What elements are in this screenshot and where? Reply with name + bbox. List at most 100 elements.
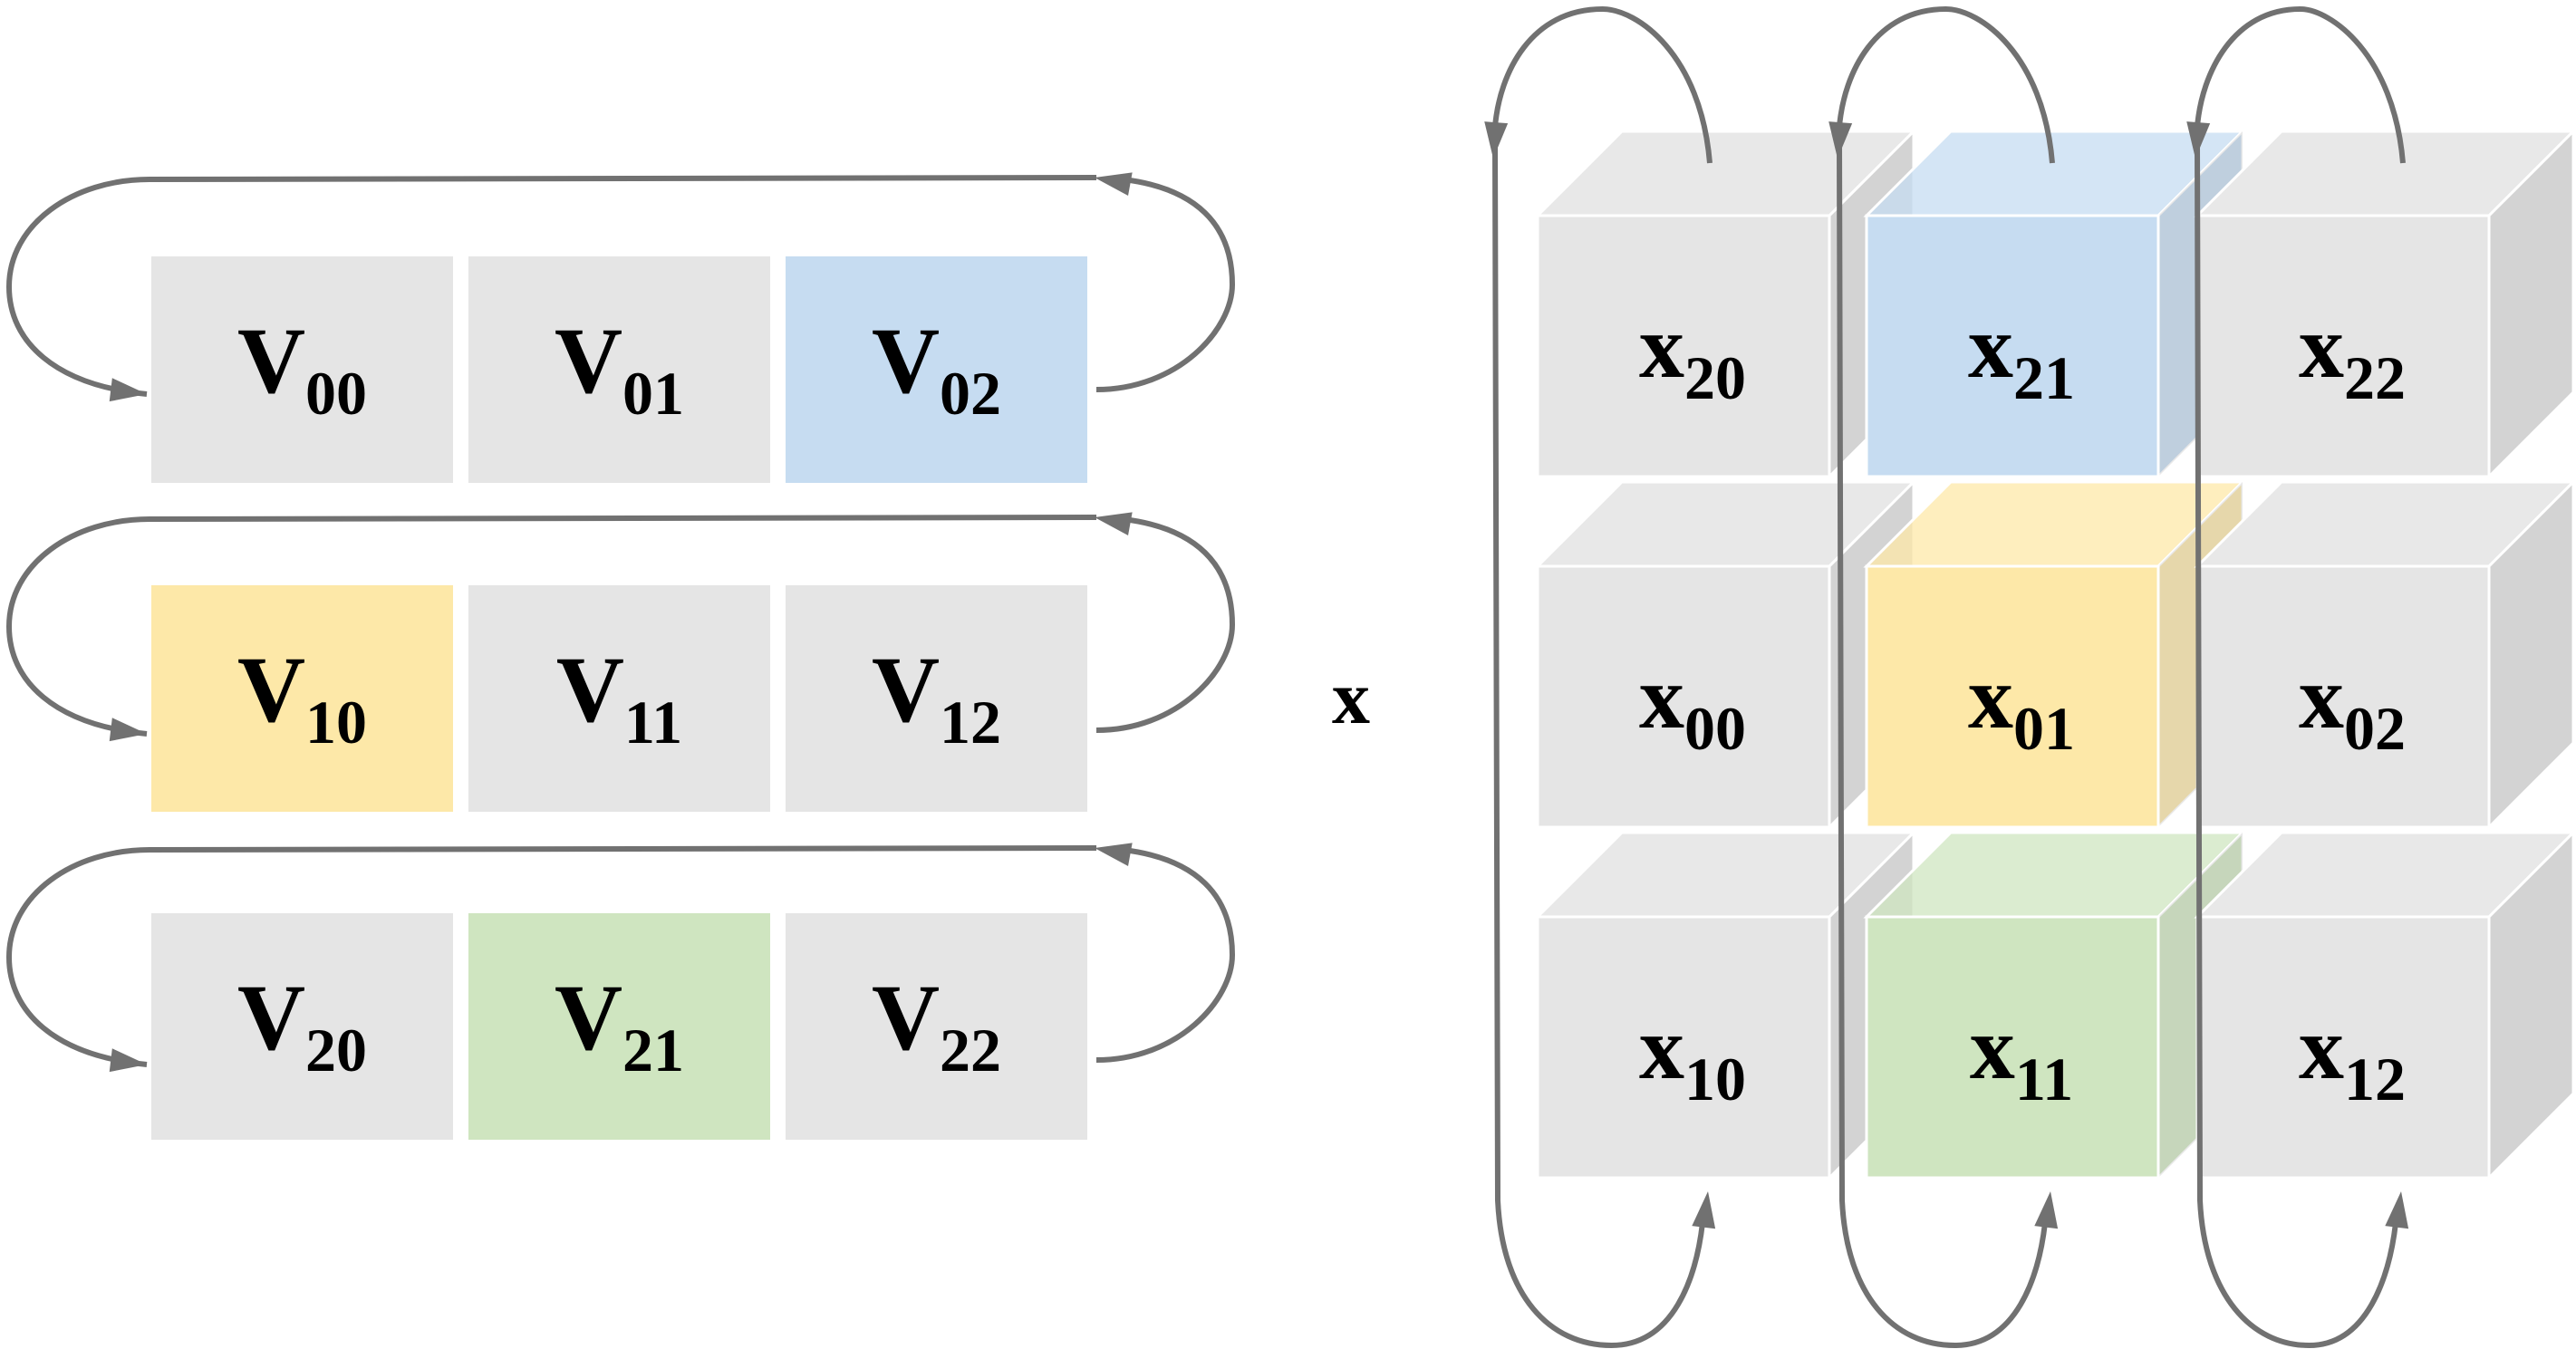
x-cube-01: x01: [1863, 478, 2246, 831]
left-row-cycle-arrows: [5, 172, 1236, 1073]
x-label-10-base: x: [1639, 997, 1684, 1098]
v-cell-bg: [468, 256, 770, 483]
v-cell-02: V02: [786, 256, 1087, 483]
v-label-22: V22: [872, 966, 1001, 1084]
v-label-11-base: V: [556, 638, 624, 742]
x-label-10: x10: [1639, 997, 1746, 1113]
x-label-11-base: x: [1970, 997, 2015, 1098]
x-cube-10: x10: [1534, 829, 1917, 1181]
v-label-12-base: V: [872, 638, 940, 742]
cube-front-face: [2195, 915, 2491, 1180]
v-label-20: V20: [237, 966, 367, 1084]
v-label-02-subscript: 02: [940, 359, 1001, 428]
v-label-20-base: V: [237, 966, 305, 1070]
v-label-11: V11: [556, 638, 682, 756]
cube-front-face: [1536, 915, 1831, 1180]
v-cell-00: V00: [151, 256, 453, 483]
v-cell-bg: [151, 913, 453, 1140]
v-label-21: V21: [555, 966, 684, 1084]
row-return-arrow-2: [1095, 847, 1236, 1063]
v-cell-12: V12: [786, 585, 1087, 812]
x-cube-02: x02: [2194, 478, 2576, 831]
column-cycle-arrow-2: [2195, 5, 2406, 164]
x-label-22-subscript: 22: [2344, 343, 2406, 412]
v-label-20-subscript: 20: [305, 1016, 367, 1084]
x-label-02: x02: [2299, 647, 2406, 763]
row-return-arrowhead-0: [1095, 172, 1133, 196]
row-return-arrowhead-2: [1095, 843, 1133, 866]
multiply-operator: x: [1332, 656, 1370, 740]
v-cell-bg: [468, 913, 770, 1140]
row-return-arrowhead-1: [1095, 512, 1133, 535]
v-cell-22: V22: [786, 913, 1087, 1140]
x-label-22-base: x: [2299, 296, 2344, 397]
x-label-10-subscript: 10: [1684, 1045, 1746, 1113]
v-label-12: V12: [872, 638, 1001, 756]
v-cell-21: V21: [468, 913, 770, 1140]
v-label-21-subscript: 21: [622, 1016, 684, 1084]
x-label-20-subscript: 20: [1684, 343, 1746, 412]
x-label-01-base: x: [1968, 647, 2013, 747]
v-cell-bg: [151, 256, 453, 483]
cube-front-face: [1865, 214, 2160, 478]
x-label-20: x20: [1639, 296, 1746, 412]
x-label-11: x11: [1970, 997, 2073, 1113]
v-label-12-subscript: 12: [940, 688, 1001, 756]
x-label-02-subscript: 02: [2344, 694, 2406, 763]
v-label-21-base: V: [555, 966, 622, 1070]
x-label-21: x21: [1968, 296, 2075, 412]
x-cube-12: x12: [2194, 829, 2576, 1181]
cube-front-face: [2195, 564, 2491, 829]
column-cycle-arrow-0: [1492, 5, 1713, 164]
cube-front-face: [1536, 564, 1831, 829]
v-label-02: V02: [872, 309, 1001, 428]
x-label-00-subscript: 00: [1684, 694, 1746, 763]
v-cell-bg: [786, 913, 1087, 1140]
x-cube-22: x22: [2194, 128, 2576, 480]
x-label-22: x22: [2299, 296, 2406, 412]
v-label-00: V00: [237, 309, 367, 428]
cube-front-face: [2195, 214, 2491, 478]
v-label-22-subscript: 22: [940, 1016, 1001, 1084]
row-return-arrow-1: [1095, 516, 1236, 733]
column-cycle-arrowhead-bottom-0: [1692, 1191, 1716, 1229]
x-label-12: x12: [2299, 997, 2406, 1113]
row-cycle-arrowhead-left-1: [109, 718, 147, 742]
v-label-02-base: V: [872, 309, 940, 413]
v-label-10: V10: [237, 638, 367, 756]
x-label-21-subscript: 21: [2013, 343, 2075, 412]
v-label-01-base: V: [555, 309, 622, 413]
v-cell-bg: [786, 585, 1087, 812]
cube-front-face: [1536, 214, 1831, 478]
column-cycle-arrowhead-bottom-2: [2385, 1191, 2409, 1229]
v-label-10-subscript: 10: [305, 688, 367, 756]
v-label-11-subscript: 11: [624, 688, 682, 756]
v-label-22-base: V: [872, 966, 940, 1070]
v-cell-bg: [151, 585, 453, 812]
right-column-cycle-arrows: [1484, 5, 2409, 1349]
x-label-01: x01: [1968, 647, 2075, 763]
v-label-00-subscript: 00: [305, 359, 367, 428]
cube-front-face: [1865, 564, 2160, 829]
column-cycle-arrowhead-top-0: [1484, 121, 1509, 159]
x-cube-11: x11: [1863, 829, 2246, 1181]
row-cycle-arrowhead-left-2: [109, 1048, 147, 1073]
column-line-2: [2195, 144, 2398, 1349]
column-line-1: [1837, 144, 2048, 1349]
x-cube-00: x00: [1534, 478, 1917, 831]
x-label-00-base: x: [1639, 647, 1684, 747]
cube-front-face: [1865, 915, 2160, 1180]
row-cycle-arrow-1: [5, 515, 1097, 737]
x-label-12-base: x: [2299, 997, 2344, 1098]
column-cycle-arrowhead-top-2: [2186, 121, 2211, 159]
row-cycle-arrow-2: [5, 845, 1097, 1067]
v-cell-20: V20: [151, 913, 453, 1140]
column-cycle-arrow-1: [1837, 5, 2055, 164]
row-return-arrow-0: [1095, 177, 1236, 392]
v-label-10-base: V: [237, 638, 305, 742]
x-label-12-subscript: 12: [2344, 1045, 2406, 1113]
v-label-01: V01: [555, 309, 684, 428]
column-cycle-arrowhead-top-1: [1828, 121, 1853, 159]
